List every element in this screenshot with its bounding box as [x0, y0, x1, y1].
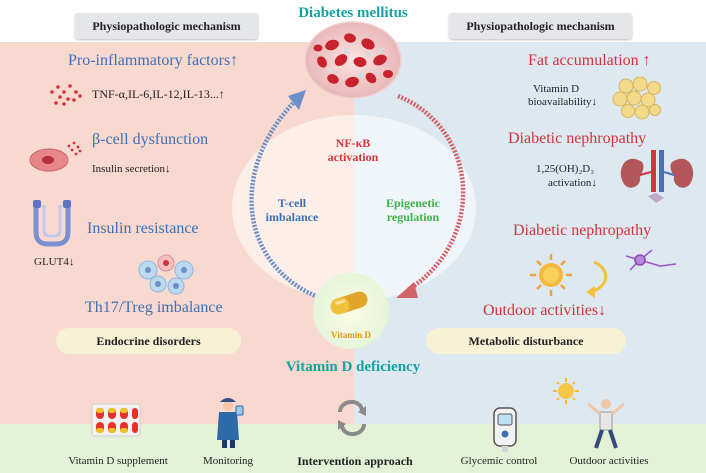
- pro-inflammatory-label: Pro-inflammatory factors↑: [68, 52, 239, 69]
- vitamin-d-capsule-icon: [313, 273, 389, 349]
- exercising-person-icon: [587, 399, 625, 449]
- outdoor-sun-icon: [553, 378, 579, 404]
- fat-accumulation-label: Fat accumulation ↑: [528, 52, 651, 69]
- epigenetic-label-2: regulation: [386, 210, 440, 224]
- right-arrow: [396, 93, 466, 298]
- insulin-receptor-icon: [33, 200, 71, 247]
- doctor-icon: [217, 398, 244, 448]
- glut4-label: GLUT4↓: [34, 256, 75, 268]
- right-section-header: Physiopathologic mechanism: [449, 13, 632, 39]
- refresh-icon: [338, 400, 366, 436]
- metabolic-disturbance-pill: Metabolic disturbance: [426, 328, 626, 354]
- diagram-title: Diabetes mellitus: [298, 5, 408, 21]
- endocrine-disorders-pill: Endocrine disorders: [56, 328, 241, 354]
- tcell-label-2: imbalance: [265, 210, 319, 224]
- kidney-icon: [620, 150, 694, 203]
- vitamin-d-label: Vitamin D: [331, 330, 371, 340]
- curved-arrow-icon: [586, 260, 607, 298]
- sun-icon: [530, 254, 572, 296]
- fat-cells-icon: [612, 76, 661, 120]
- th17-label: Th17/Treg imbalance: [85, 299, 223, 316]
- outdoor-activities-footer-label: Outdoor activities: [569, 455, 649, 467]
- insulin-secretion-label: Insulin secretion↓: [92, 163, 171, 175]
- vitd-activation-label-1: 1,25(OH)₂D₃: [536, 163, 595, 175]
- intervention-approach-label: Intervention approach: [297, 454, 413, 468]
- vitd-bioavailability-label-1: Vitamin D: [533, 83, 580, 95]
- cytokine-dots-icon: [50, 84, 82, 106]
- nephropathy-label-1: Diabetic nephropathy: [508, 130, 647, 147]
- center-ellipse: [232, 115, 476, 301]
- nfkb-label-1: NF-κB: [335, 136, 371, 150]
- tcell-label-1: T-cell: [277, 196, 307, 210]
- neuron-icon: [625, 249, 677, 271]
- nephropathy-label-2: Diabetic nephropathy: [513, 222, 652, 239]
- glucometer-icon: [493, 407, 517, 452]
- vitd-bioavailability-label-2: bioavailability↓: [528, 96, 598, 108]
- epigenetic-label-1: Epigenetic: [386, 196, 440, 210]
- nfkb-label-2: activation: [327, 150, 379, 164]
- supplement-pills-icon: [91, 403, 141, 437]
- insulin-resistance-label: Insulin resistance: [87, 220, 199, 237]
- immune-cells-icon: [138, 254, 194, 295]
- left-section-header: Physiopathologic mechanism: [75, 13, 258, 39]
- vitamin-d-deficiency-title: Vitamin D deficiency: [285, 359, 421, 375]
- vitd-activation-label-2: activation↓: [548, 177, 597, 189]
- beta-cell-label: β-cell dysfunction: [92, 131, 209, 148]
- left-arrow: [249, 90, 319, 300]
- cytokines-label: TNF-α,IL-6,IL-12,IL-13...↑: [92, 87, 225, 101]
- glycemic-control-label: Glycemic control: [460, 455, 538, 467]
- monitoring-label: Monitoring: [202, 455, 254, 467]
- supplement-label: Vitamin D supplement: [68, 455, 168, 467]
- outdoor-activities-label: Outdoor activities↓: [483, 302, 607, 319]
- beta-cell-icon: [29, 141, 82, 172]
- blood-cells-icon: [304, 21, 402, 99]
